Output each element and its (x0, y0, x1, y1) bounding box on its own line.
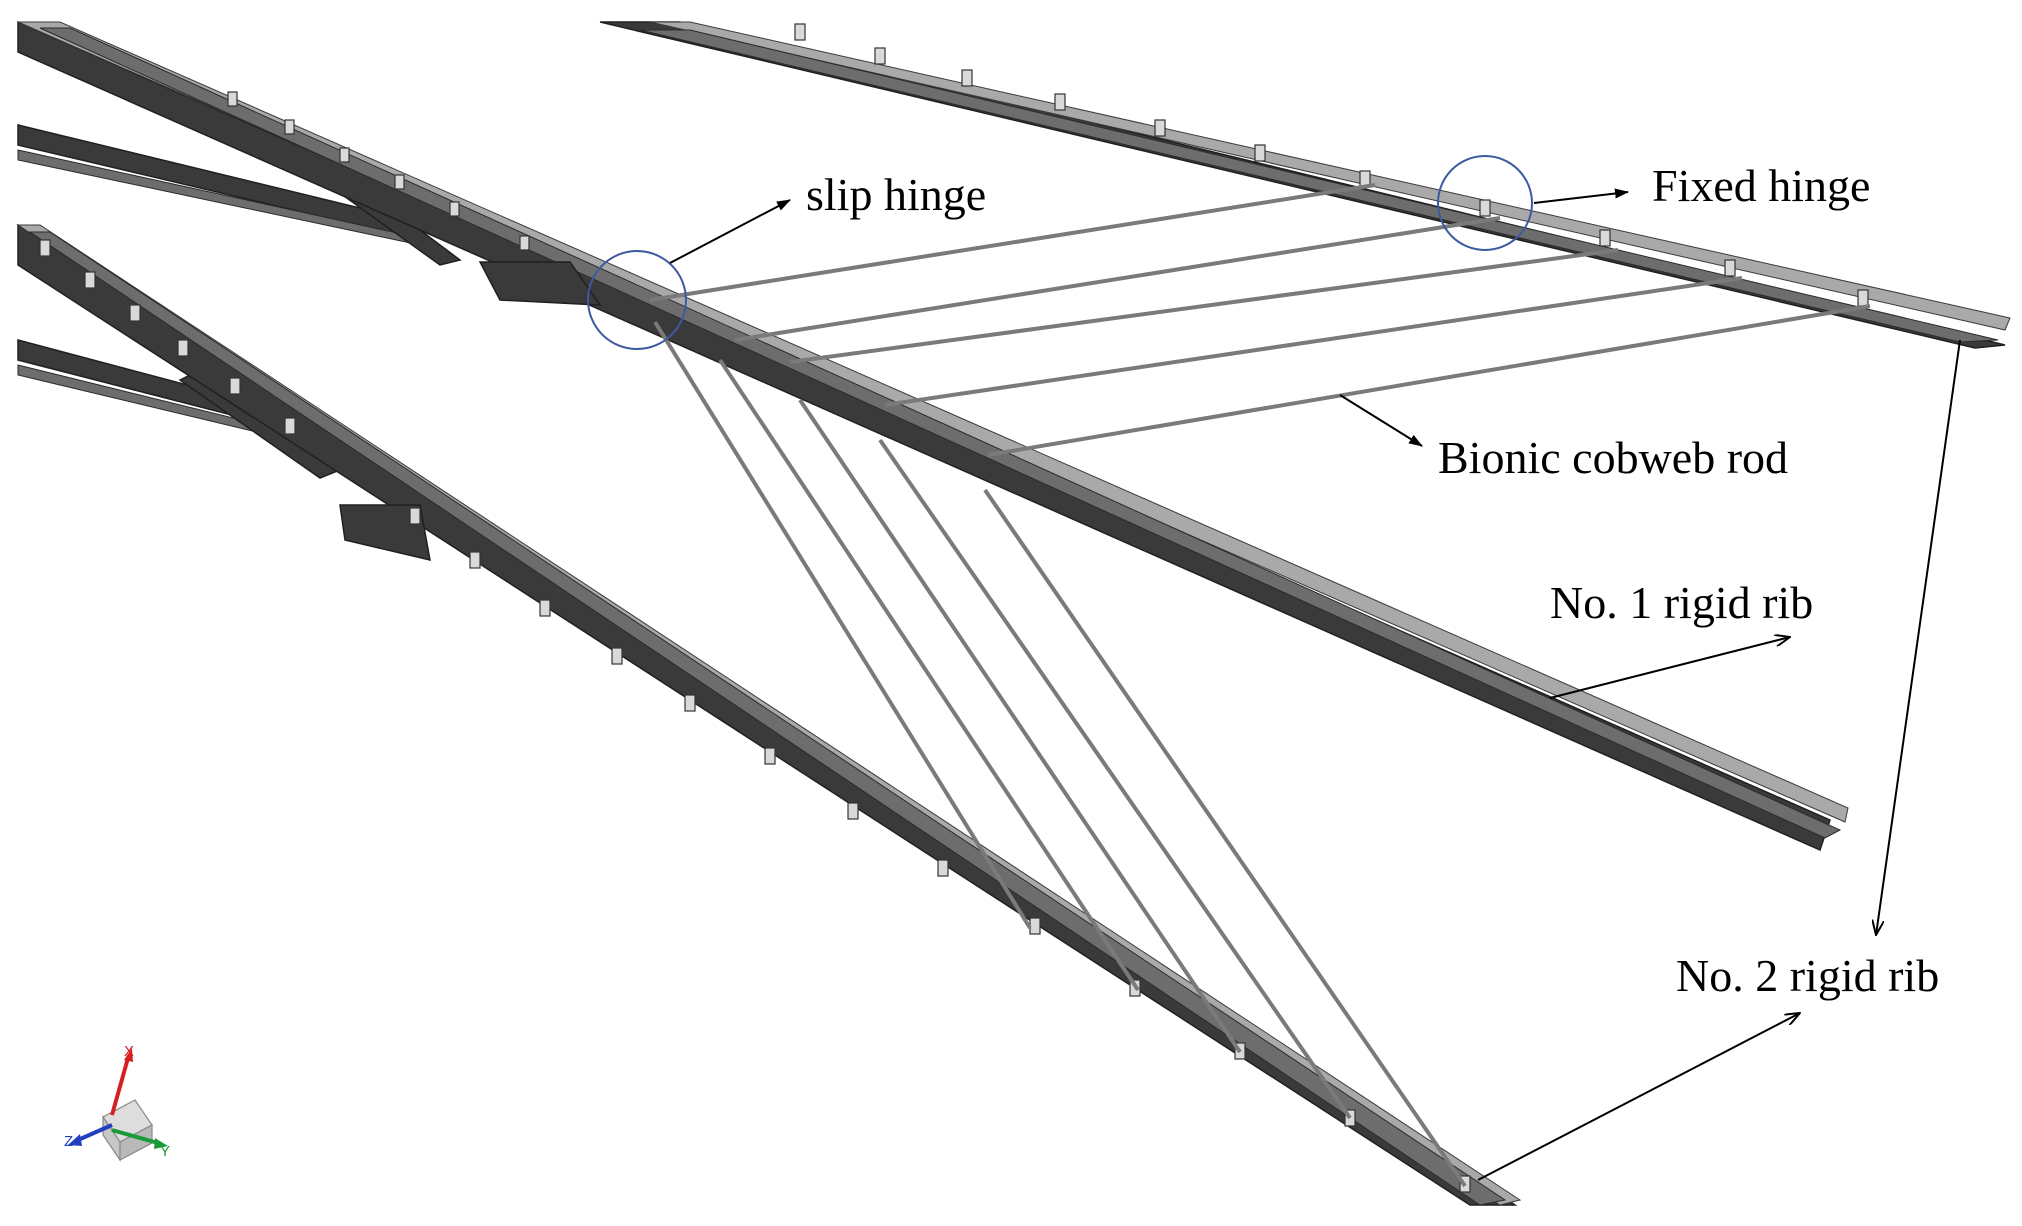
axis-y-line (111, 1128, 159, 1145)
cobweb-rods-lower (653, 320, 1467, 1188)
fixed-hinge-marker (1437, 155, 1533, 251)
upper-rib (599, 21, 2011, 349)
rib-2 (16, 223, 1522, 1206)
rib-1-leader (1549, 637, 1790, 699)
rib-1-clips (227, 91, 530, 251)
rib-2-leader (1477, 1013, 1800, 1181)
cobweb-rod-label: Bionic cobweb rod (1438, 432, 1788, 483)
cobweb-rod-leader (1339, 394, 1423, 447)
rib-2-label: No. 2 rigid rib (1676, 950, 1939, 1001)
axis-y-arrowhead (154, 1138, 168, 1149)
fixed-hinge-leader (1533, 188, 1629, 204)
slip-hinge-leader (669, 199, 791, 264)
slip-hinge-marker (587, 250, 687, 350)
axis-x-label: X (124, 1043, 134, 1060)
upper-rib-clips (794, 23, 1869, 307)
fixed-hinge-label: Fixed hinge (1652, 160, 1870, 211)
axis-y-label: Y (160, 1143, 170, 1160)
slip-hinge-label: slip hinge (806, 169, 986, 220)
axis-z-arrowhead (68, 1134, 82, 1146)
rib-1 (17, 20, 1849, 852)
axis-z-line (77, 1123, 113, 1142)
cobweb-rods-upper (649, 183, 1871, 457)
axis-x-line (110, 1057, 130, 1116)
axis-z-label: Z (64, 1133, 73, 1150)
coordinate-axis-triad-icon: X Y Z (64, 1043, 170, 1162)
rib-2-upper-leader (1876, 339, 1961, 935)
axis-x-arrowhead (124, 1048, 133, 1062)
rib-1-label: No. 1 rigid rib (1550, 577, 1813, 628)
